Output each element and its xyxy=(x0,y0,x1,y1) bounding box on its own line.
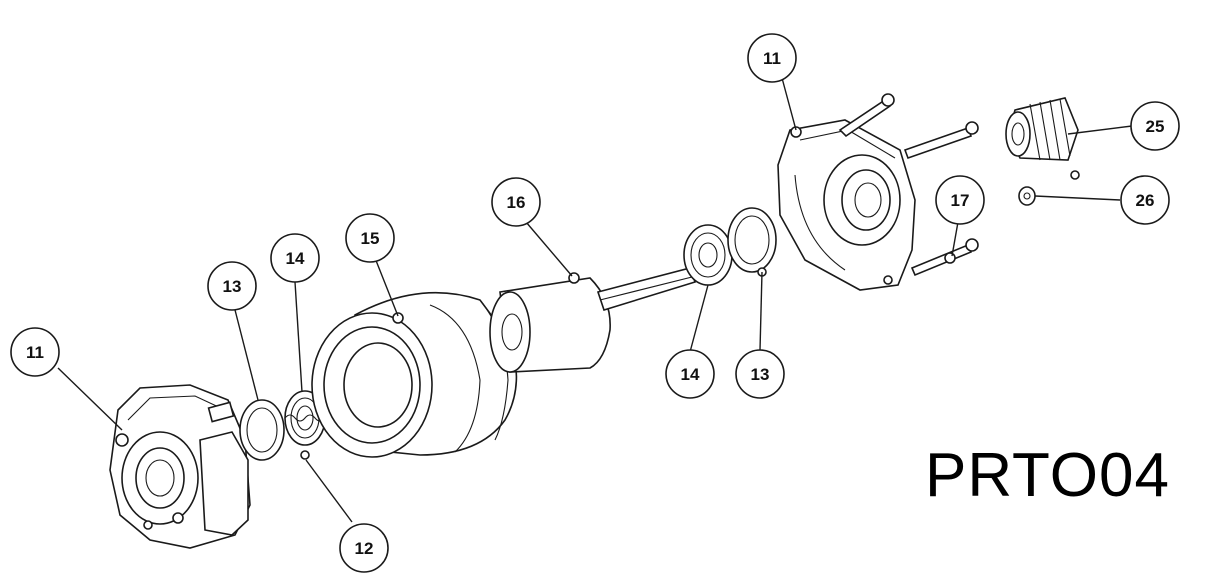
diagram-code: PRTO04 xyxy=(925,441,1170,510)
callout-14-right: 14 xyxy=(665,349,715,399)
callout-13-left: 13 xyxy=(207,261,257,311)
right-seal xyxy=(727,207,777,277)
nut xyxy=(1018,170,1080,206)
callout-26: 26 xyxy=(1120,175,1170,225)
callout-15: 15 xyxy=(345,213,395,263)
callout-label: 25 xyxy=(1146,117,1165,136)
spring-worm xyxy=(1005,97,1079,161)
callout-14-left: 14 xyxy=(270,233,320,283)
left-seal xyxy=(239,399,285,461)
callout-17: 17 xyxy=(935,175,985,225)
callout-12: 12 xyxy=(339,523,389,573)
callout-label: 12 xyxy=(355,539,374,558)
right-end-housing xyxy=(777,93,979,291)
callout-label: 17 xyxy=(951,191,970,210)
callout-25: 25 xyxy=(1130,101,1180,151)
right-bearing xyxy=(683,224,733,286)
callout-16: 16 xyxy=(491,177,541,227)
callout-label: 13 xyxy=(751,365,770,384)
callout-11-left: 11 xyxy=(10,327,60,377)
callout-label: 14 xyxy=(286,249,305,268)
callout-13-right: 13 xyxy=(735,349,785,399)
callout-label: 13 xyxy=(223,277,242,296)
callout-label: 14 xyxy=(681,365,700,384)
rotor-shaft xyxy=(489,267,697,373)
left-end-housing xyxy=(109,384,251,549)
callout-11-right: 11 xyxy=(747,33,797,83)
leader-lines xyxy=(57,77,1133,523)
stator-housing xyxy=(311,291,518,458)
callout-label: 15 xyxy=(361,229,380,248)
callout-label: 16 xyxy=(507,193,526,212)
callout-label: 26 xyxy=(1136,191,1155,210)
callout-label: 11 xyxy=(26,343,44,362)
callout-label: 11 xyxy=(763,49,781,68)
